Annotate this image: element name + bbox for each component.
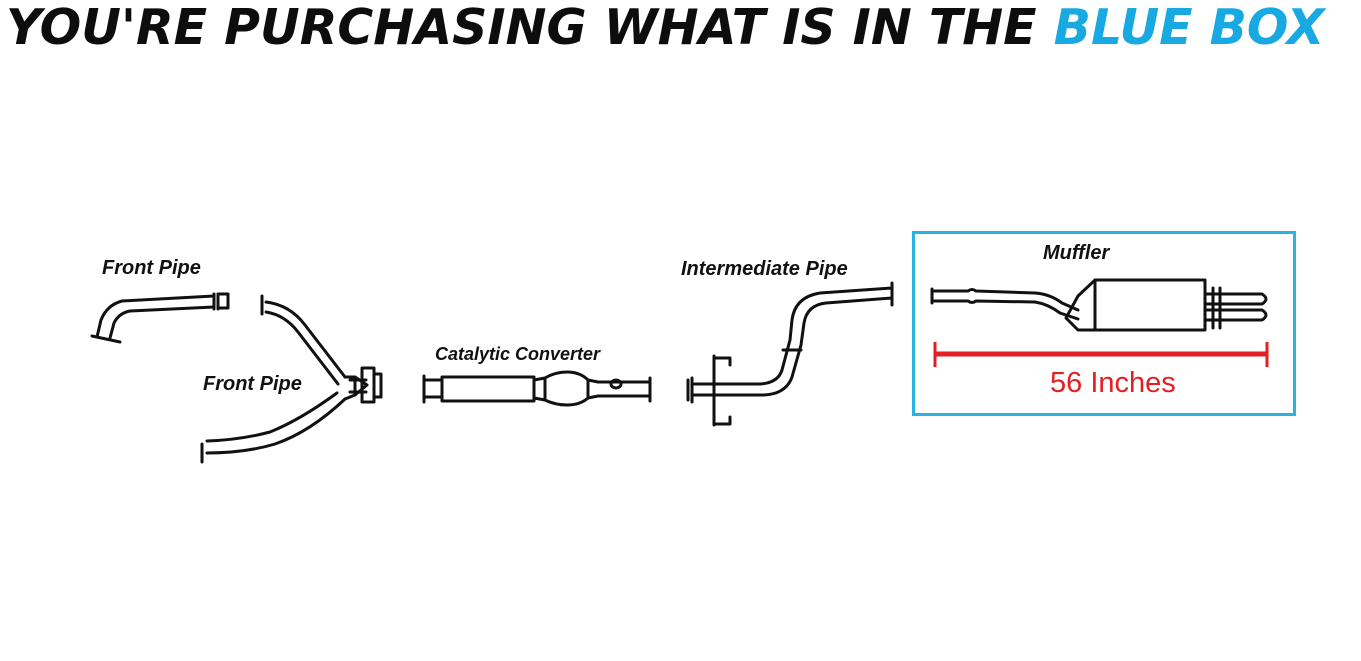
measurement-line bbox=[933, 342, 1269, 367]
front-pipe-2-drawing bbox=[200, 294, 383, 464]
front-pipe-1-drawing bbox=[90, 292, 230, 344]
front-pipe-label: Front Pipe bbox=[102, 257, 201, 279]
headline: YOU'RE PURCHASING WHAT IS IN THE BLUE BO… bbox=[6, 2, 1356, 54]
catalytic-converter-label: Catalytic Converter bbox=[435, 344, 601, 364]
intermediate-pipe-drawing bbox=[686, 281, 894, 427]
intermediate-pipe-label: Intermediate Pipe bbox=[681, 258, 848, 280]
muffler-label: Muffler bbox=[1043, 242, 1110, 264]
measurement-label: 56 Inches bbox=[1050, 367, 1176, 399]
headline-highlight: BLUE BOX bbox=[1053, 0, 1325, 56]
catalytic-converter-drawing bbox=[422, 370, 652, 407]
blue-box-highlight bbox=[912, 231, 1296, 416]
muffler-drawing bbox=[930, 278, 1268, 332]
front-pipe-y-label: Front Pipe bbox=[203, 373, 302, 395]
headline-prefix: YOU'RE PURCHASING WHAT IS IN THE bbox=[6, 0, 1054, 56]
